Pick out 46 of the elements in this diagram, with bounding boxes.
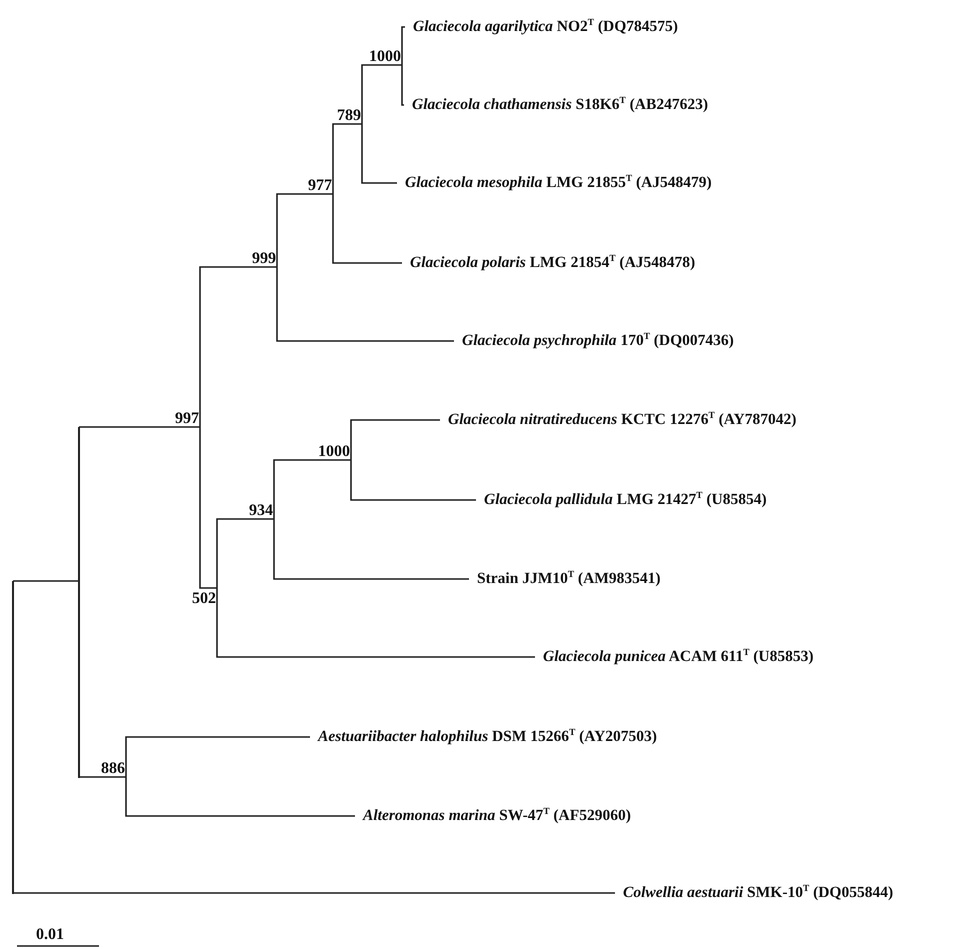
- taxon-label: Glaciecola agarilytica NO2$^{T}$ (DQ784575): [405, 17, 678, 37]
- taxon-label: Glaciecola polaris LMG 21854$^{T}$ (AJ548478): [402, 253, 696, 273]
- tree-branch: [350, 419, 440, 460]
- bootstrap-value: 1000: [368, 48, 402, 65]
- tree-branch: [199, 266, 277, 427]
- taxon-label: Alteromonas marina SW-47$^{T}$ (AF529060): [355, 806, 631, 826]
- tree-branch: [125, 736, 310, 777]
- tree-branch: [401, 26, 405, 65]
- tree-branch: [13, 892, 615, 894]
- taxon-label: Strain JJM10$^{T}$ (AM983541): [469, 569, 661, 589]
- taxon-label: Glaciecola chathamensis S18K6$^{T}$ (AB247623): [404, 95, 708, 115]
- tree-branch: [216, 518, 274, 588]
- taxon-label: Colwellia aestuarii SMK-10$^{T}$ (DQ055844): [615, 883, 894, 903]
- taxon-label: Glaciecola pallidula LMG 21427$^{T}$ (U85854): [476, 490, 767, 510]
- tree-branch: [361, 64, 402, 124]
- bootstrap-value: 997: [174, 410, 200, 427]
- tree-branch: [276, 193, 333, 267]
- tree-branch: [276, 267, 454, 342]
- bootstrap-value: 789: [336, 107, 362, 124]
- taxon-label: Glaciecola nitratireducens KCTC 12276$^{T}$ (AY787042): [440, 410, 796, 430]
- tree-branch: [125, 777, 355, 817]
- scale-bar-label: 0.01: [36, 926, 64, 943]
- taxon-label: Glaciecola psychrophila 170$^{T}$ (DQ007436): [454, 331, 734, 351]
- taxon-label: Glaciecola mesophila LMG 21855$^{T}$ (AJ548479): [397, 173, 712, 193]
- tree-branch: [332, 123, 362, 194]
- tree-branch: [199, 427, 217, 589]
- bootstrap-value: 999: [251, 250, 277, 267]
- bootstrap-value: 934: [248, 502, 274, 519]
- tree-branch: [361, 124, 397, 184]
- tree-branch: [79, 776, 126, 778]
- tree-branch: [350, 460, 476, 501]
- tree-branch: [216, 588, 535, 658]
- bootstrap-value: 977: [307, 177, 333, 194]
- tree-branch: [273, 519, 469, 580]
- tree-branch: [332, 194, 402, 264]
- tree-branch: [401, 65, 404, 106]
- branch-junction-line: [78, 427, 80, 778]
- bootstrap-value: 502: [191, 590, 217, 607]
- tree-branch: [79, 426, 200, 428]
- branch-junction-line: [12, 581, 14, 894]
- bootstrap-value: 886: [100, 760, 126, 777]
- tree-branch: [273, 459, 351, 519]
- taxon-label: Glaciecola punicea ACAM 611$^{T}$ (U85853): [535, 647, 814, 667]
- taxon-label: Aestuariibacter halophilus DSM 15266$^{T}$ (AY207503): [310, 727, 657, 747]
- tree-branch: [13, 580, 79, 582]
- bootstrap-value: 1000: [317, 443, 351, 460]
